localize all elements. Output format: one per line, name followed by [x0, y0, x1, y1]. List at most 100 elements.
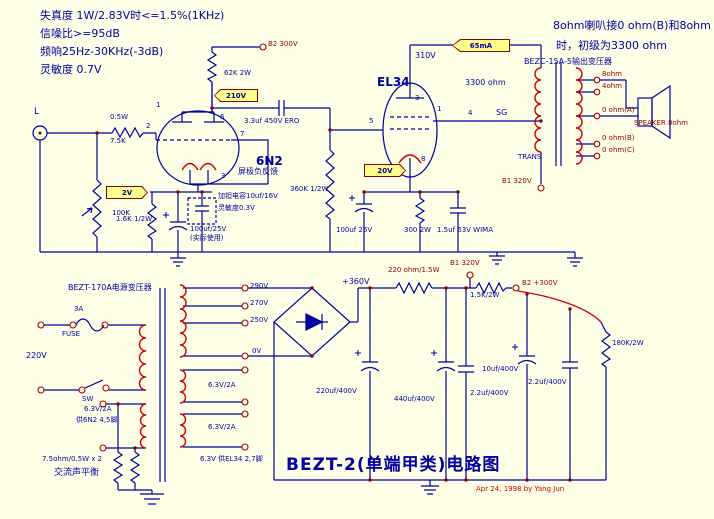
power-transformer-coils	[138, 284, 187, 449]
v1-sensitivity-note: 灵敏度0.3V	[218, 204, 255, 212]
screen-grid-label: SG	[496, 108, 508, 117]
v1-plate-resistor: 62K 2W	[224, 69, 252, 77]
credit-text: Apr 24, 1998 by Yang Jun	[476, 485, 565, 493]
v2-cathode-film-cap: 1.5uf 63V WIMA	[437, 226, 493, 234]
v1-b2-terminal: B2 300V	[268, 40, 298, 48]
ground-icon-psu	[421, 480, 439, 495]
dc-output: +360V	[342, 277, 370, 286]
v1-pin3: 3	[221, 172, 226, 180]
badge-210v: 210V	[214, 89, 258, 102]
v1-note: 屏极负反馈	[238, 167, 278, 176]
badge-20v: 20V	[364, 164, 406, 177]
output-transformer	[540, 62, 638, 184]
page-title: BEZT-2(单端甲类)电路图	[286, 455, 501, 475]
spec-snr: 信噪比>=95dB	[40, 27, 120, 40]
speaker-label: SPEAKER 8ohm	[634, 119, 688, 127]
v2-pin8: 8	[421, 155, 426, 163]
input-jack-icon	[32, 125, 157, 252]
hum-note: 交流声平衡	[54, 468, 100, 478]
v1-bypass-note: (实际使用)	[190, 234, 224, 242]
volume-pot-value: 100K	[112, 209, 130, 217]
heater-el34-1: 6.3V/2A	[208, 381, 236, 389]
hum-resistors: 7.5ohm/0.5W x 2	[42, 455, 103, 463]
v1-tantalum-note: 加钽电容10uf/16V	[218, 192, 278, 200]
opt-tap-0b: 0 ohm(B)	[602, 134, 635, 142]
heater-6n2: 6.3V/2A	[84, 405, 112, 413]
tube-el34-icon	[382, 45, 541, 192]
fuse-icon	[44, 318, 146, 332]
series-resistor-power: 0.5W	[110, 113, 129, 121]
opt-tap-0c: 0 ohm(C)	[602, 146, 635, 154]
v1-cathode-resistor: 1.6K 1/2W	[116, 215, 153, 223]
switch-icon	[44, 379, 146, 391]
v1-bypass-cap: 100uf/25V	[190, 225, 227, 233]
input-jack-label: L	[34, 107, 40, 117]
hv-tap-270: 270V	[250, 299, 269, 307]
v1-pin7: 7	[240, 130, 245, 138]
filter-cap-3: 2.2uf/400V	[470, 389, 509, 397]
coupling-cap-icon	[278, 100, 383, 131]
dropper1: 220 ohm/1.5W	[388, 266, 440, 274]
speaker-icon	[637, 84, 671, 140]
opt-tap-4ohm: 4ohm	[602, 82, 622, 90]
power-transformer-core	[159, 288, 166, 482]
dropper2: 1.5K/2W	[470, 291, 500, 299]
badge-65ma: 65mA	[452, 39, 510, 52]
hum-balance	[106, 403, 164, 505]
output-transformer-name: BEZC-15A-5输出变压器	[524, 57, 612, 66]
primary-impedance: 3300 ohm	[465, 78, 506, 87]
spec-sensitivity: 灵敏度 0.7V	[40, 63, 102, 76]
b2-feed-wire	[517, 290, 602, 323]
series-resistor	[111, 126, 144, 139]
v2-grid-resistor: 360K 1/2W	[290, 185, 329, 193]
opt-trans-label: TRANS	[518, 153, 542, 161]
output-transformer-coils	[534, 67, 583, 165]
v2-pin3: 3	[415, 94, 420, 102]
series-resistor-value: 7.5K	[110, 137, 126, 145]
cathode-network-6n2	[146, 191, 217, 252]
fuse-rating: 3A	[74, 305, 84, 313]
cathode-network-el34	[349, 191, 466, 252]
mains-voltage: 220V	[26, 351, 47, 360]
v2-pin1: 1	[437, 105, 442, 113]
v2-cathode-cap: 100uf 25V	[336, 226, 373, 234]
filter-cap-2: 440uf/400V	[394, 395, 435, 403]
heater-el34-2: 6.3V/2A	[208, 423, 236, 431]
tube-6n2-icon	[156, 82, 269, 192]
psu-b2-terminal: B2 +300V	[522, 279, 558, 287]
spec-distortion: 失真度 1W/2.83V时<=1.5%(1KHz)	[40, 9, 225, 22]
v1-pin1: 1	[156, 101, 161, 109]
hv-tap-0: 0V	[252, 347, 262, 355]
switch-label: SW	[82, 395, 94, 403]
volume-pot	[81, 133, 102, 252]
bleeder-resistor: 180K/2W	[612, 339, 644, 347]
coupling-cap-value: 3.3uf 450V ERO	[244, 117, 300, 125]
fuse-label: FUSE	[62, 330, 81, 338]
terminals	[37, 43, 601, 452]
filter-cap-5: 2.2uf/400V	[528, 378, 567, 386]
heater-6n2-note: 供6N2 4,5脚	[76, 416, 118, 424]
v2-name: EL34	[377, 75, 410, 89]
opt-b1-terminal: B1 320V	[502, 177, 532, 185]
v2-pin5: 5	[369, 117, 374, 125]
v2-cathode-resistor: 300 2W	[404, 226, 431, 234]
heater-arcs	[181, 154, 422, 171]
filter-cap-4: 10uf/400V	[482, 365, 519, 373]
v1-name: 6N2	[256, 154, 283, 168]
v2-plate-voltage: 310V	[415, 51, 436, 60]
output-note-1: 8ohm喇叭接0 ohm(B)和8ohm	[553, 19, 711, 32]
opt-tap-8ohm: 8ohm	[602, 70, 622, 78]
ground-icon	[170, 252, 583, 267]
filter-cap-1: 220uf/400V	[316, 387, 357, 395]
psu-b1-terminal: B1 320V	[450, 259, 480, 267]
heater-el34-note: 6.3V 供EL34 2,7脚	[200, 455, 263, 463]
spec-frequency: 频响25Hz-30KHz(-3dB)	[40, 45, 164, 58]
v2-pin4: 4	[468, 109, 473, 117]
v1-pin6: 6	[220, 113, 225, 121]
hv-tap-290: 290V	[250, 282, 269, 290]
psu-transformer-name: BEZT-170A电源变压器	[68, 283, 152, 292]
hv-tap-250: 250V	[250, 316, 269, 324]
opt-tap-0a: 0 ohm(A)	[602, 106, 635, 114]
